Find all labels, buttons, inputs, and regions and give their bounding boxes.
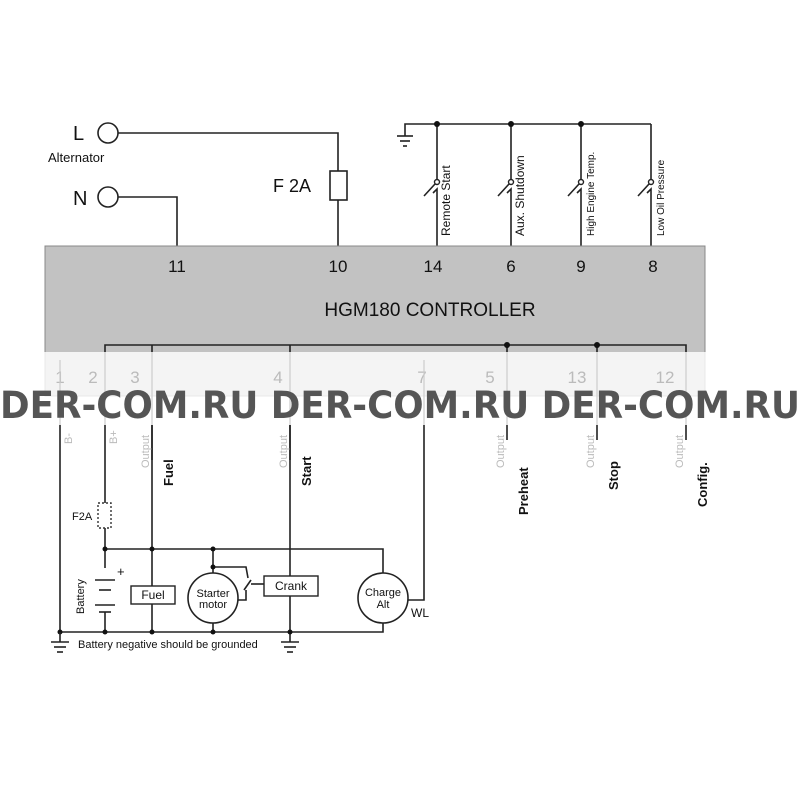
crank-label: Crank [275,579,308,593]
watermark: DER-COM.RU DER-COM.RU DER-COM.RU [0,384,800,427]
output-faint-label: Output [278,435,290,468]
l-wire [118,132,339,246]
input-label: Remote Start [439,165,453,236]
bottom-terminal-number: 13 [568,368,587,387]
battery-label: Battery [75,579,87,614]
bottom-terminal-number: 5 [485,368,494,387]
l-terminal-label: L [73,123,84,145]
ground-note: Battery negative should be grounded [78,639,258,651]
junction-dot [508,121,514,127]
top-terminal-number: 8 [648,257,657,276]
b-minus-label: B- [63,433,75,444]
output-wire: Stop [596,425,621,490]
alt-label-2: Alt [377,599,390,611]
output-wire: Preheat [506,425,531,515]
top-terminal-number: 10 [329,257,348,276]
wl-label: WL [411,606,429,620]
input-label: Aux. Shutdown [513,155,527,236]
top-terminal-number: 6 [506,257,515,276]
fuse-label: F 2A [273,176,311,196]
bottom-terminal-number: 7 [417,368,426,387]
top-terminal-number: 9 [576,257,585,276]
fuel-solenoid-label: Fuel [141,588,164,602]
switch-contact-icon [433,178,441,186]
output-label: Stop [606,461,621,490]
output-label: Fuel [161,459,176,486]
crank-relay-contact [243,579,252,591]
output-label: Config. [695,462,710,507]
engine-circuit: F2A + Battery Fuel Starter motor Crank C… [51,425,429,653]
junction-dot [578,121,584,127]
output-label: Start [299,456,314,486]
engine-fuse-label: F2A [72,511,93,523]
b-plus-label: B+ [108,430,120,444]
bottom-terminal-number: 3 [130,368,139,387]
junction-dot [504,342,510,348]
inputs-section: Remote Start Aux. Shutdown High Engine Tem… [397,121,667,246]
input-label: High Engine Temp. [586,152,597,236]
input-common-bus [404,123,651,136]
output-faint-label: Output [140,435,152,468]
n-terminal-label: N [73,188,87,210]
watermark-band [0,352,800,424]
alternator-section: L Alternator N F 2A [48,122,348,246]
battery-icon [94,568,116,613]
input-switch: Aux. Shutdown [497,121,527,246]
charge-alternator [357,572,409,624]
ground-icon [281,641,299,653]
starter-label-1: Starter [196,588,229,600]
junction-dot [594,342,600,348]
input-switch: Remote Start [423,121,453,246]
junction-dot [434,121,440,127]
input-switch: High Engine Temp. [567,121,597,246]
output-wire: Config. [685,425,710,507]
ground-icon [51,632,69,653]
switch-contact-icon [507,178,515,186]
switch-contact-icon [577,178,585,186]
top-terminal-number: 11 [168,257,186,276]
output-faint-label: Output [585,435,597,468]
bottom-terminal-number: 2 [88,368,97,387]
battery-plus: + [117,564,125,579]
engine-fuse-icon [97,502,112,529]
bottom-terminal-number: 12 [656,368,675,387]
output-wire: Start [289,425,314,486]
switch-contact-icon [647,178,655,186]
controller-title: HGM180 CONTROLLER [324,300,535,321]
n-wire [118,196,178,246]
n-terminal [97,186,119,208]
starter-motor [187,572,239,624]
crank-relay-box [263,575,319,597]
alternator-caption: Alternator [48,150,105,165]
starter-label-2: motor [199,599,227,611]
input-label: Low Oil Pressure [656,159,667,236]
output-label: Preheat [516,467,531,515]
bottom-terminal-number: 4 [273,368,282,387]
fuel-solenoid-box [130,585,176,605]
output-faint-label: Output [674,435,686,468]
input-switch: Low Oil Pressure [637,124,667,246]
alt-label-1: Charge [365,587,401,599]
output-wire: Fuel [151,425,176,486]
l-terminal [97,122,119,144]
ground-icon [397,135,413,147]
fuse-icon [329,170,348,201]
top-terminal-number: 14 [424,257,443,276]
output-faint-label: Output [495,435,507,468]
